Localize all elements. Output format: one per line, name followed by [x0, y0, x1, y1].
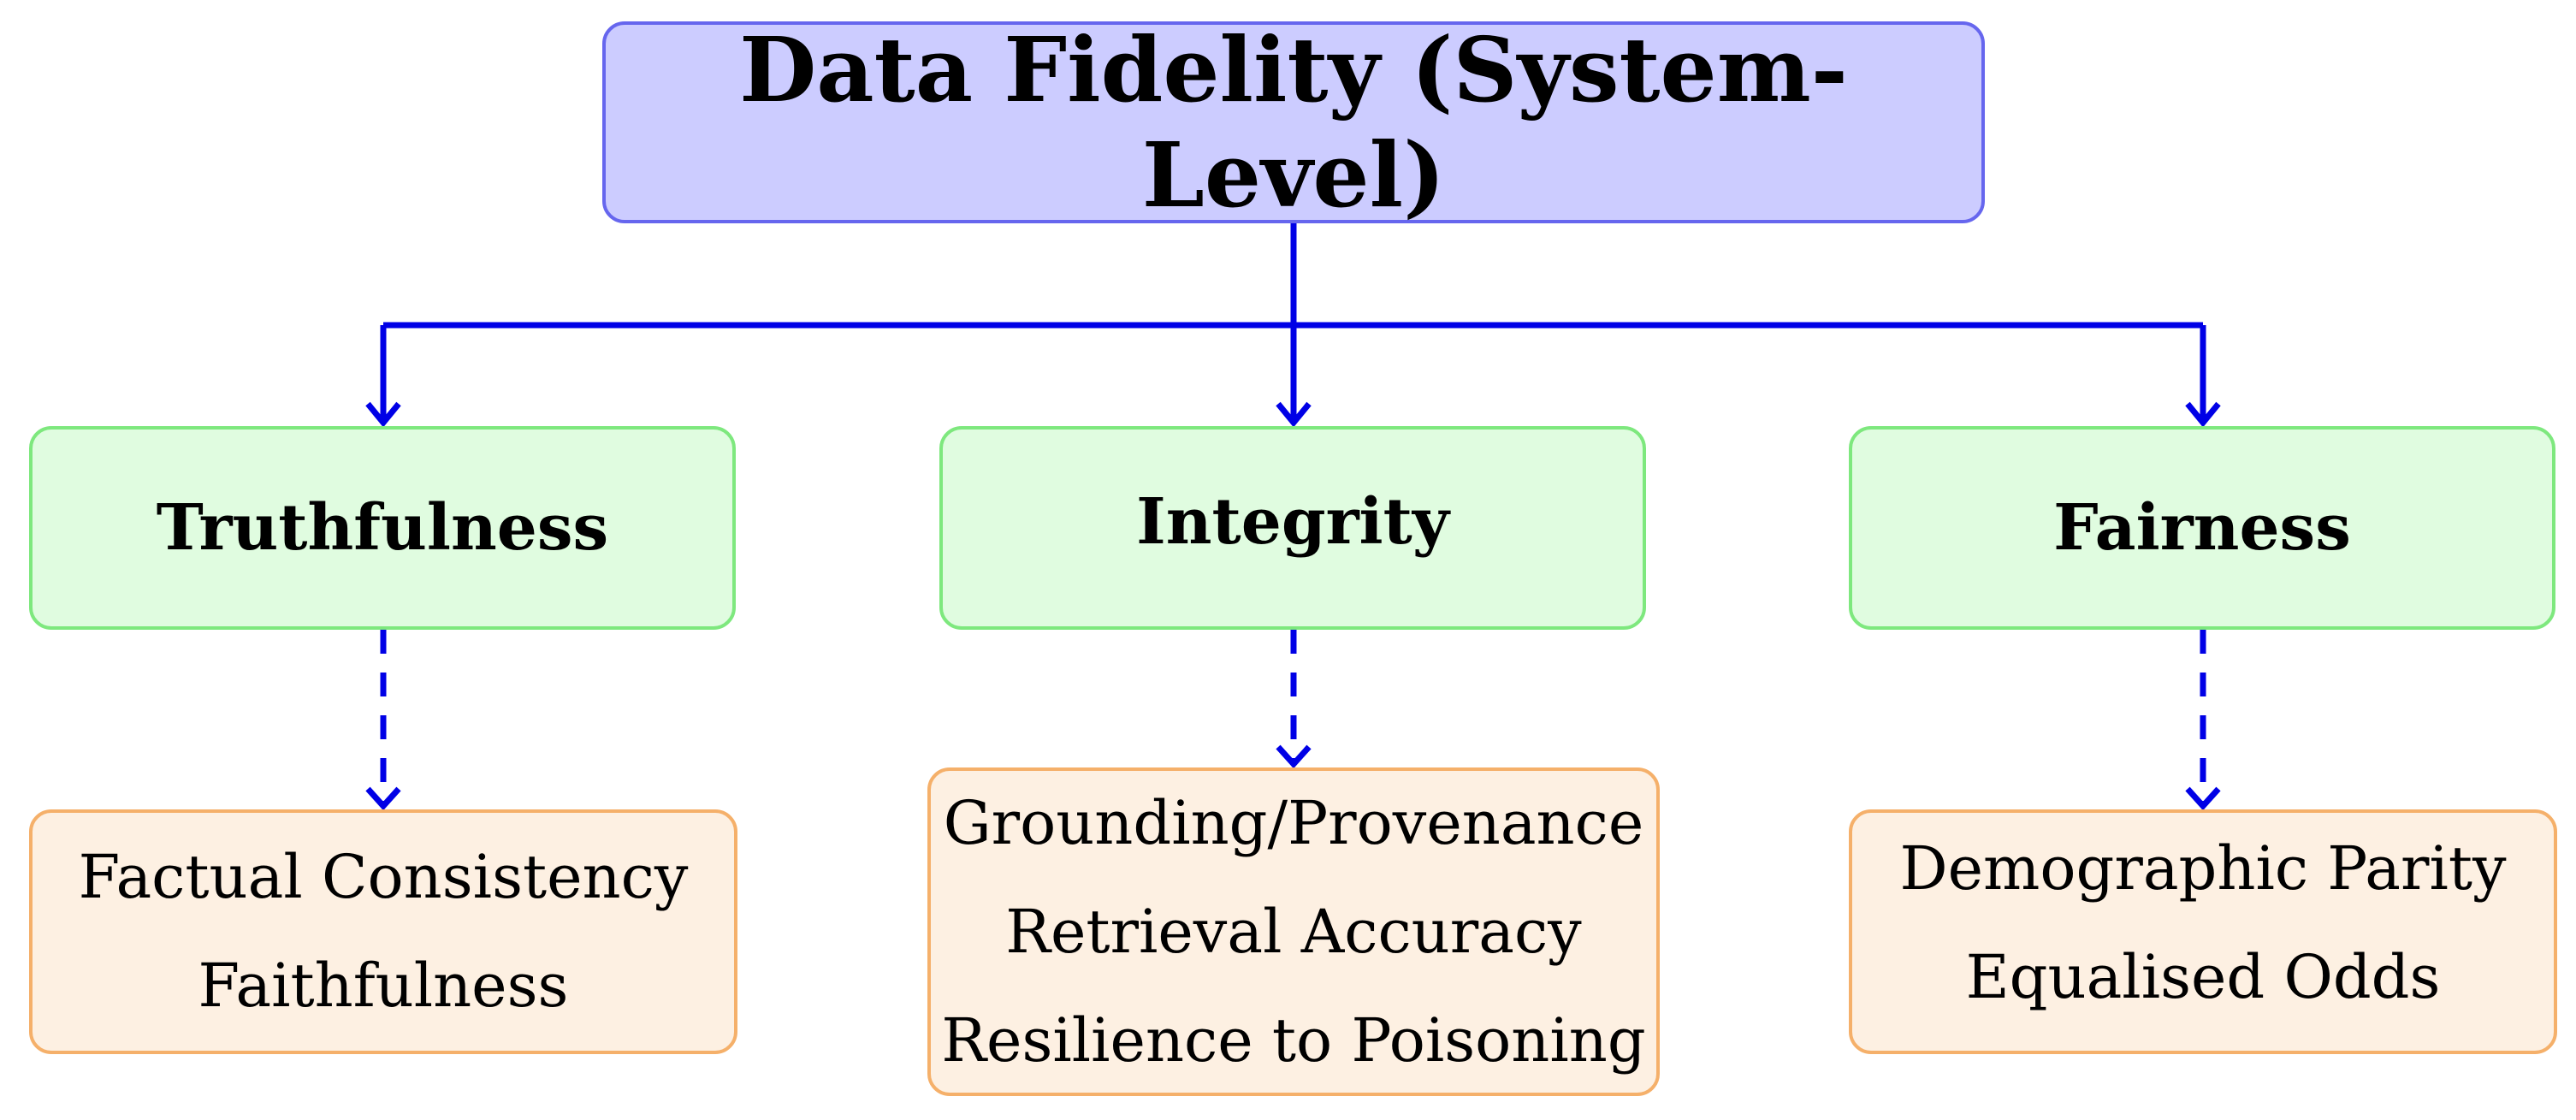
- category-node-fairness: Fairness: [1849, 426, 2555, 630]
- category-label: Truthfulness: [156, 491, 609, 565]
- item-label: Faithfulness: [198, 951, 569, 1021]
- item-box-integrity: Grounding/Provenance Retrieval Accuracy …: [927, 767, 1660, 1096]
- category-label: Fairness: [2053, 491, 2351, 565]
- item-label: Resilience to Poisoning: [941, 1004, 1646, 1076]
- item-label: Equalised Odds: [1965, 942, 2441, 1012]
- dashed-arrowhead-fairness: [2185, 786, 2221, 811]
- category-label: Integrity: [1136, 485, 1449, 559]
- root-title: Data Fidelity (System-Level): [739, 17, 1848, 228]
- arrowhead-fairness: [2185, 401, 2221, 428]
- dashed-arrowhead-integrity: [1276, 744, 1312, 769]
- dashed-arrowhead-truthfulness: [365, 786, 401, 811]
- root-node: Data Fidelity (System-Level): [602, 17, 1985, 228]
- item-box-truthfulness: Factual Consistency Faithfulness: [29, 809, 737, 1054]
- item-label: Retrieval Accuracy: [1005, 896, 1582, 967]
- arrowhead-integrity: [1276, 401, 1312, 428]
- category-node-truthfulness: Truthfulness: [29, 426, 736, 630]
- item-label: Factual Consistency: [78, 842, 689, 912]
- item-label: Grounding/Provenance: [943, 787, 1644, 858]
- item-label: Demographic Parity: [1899, 833, 2507, 904]
- category-node-integrity: Integrity: [939, 426, 1646, 630]
- item-box-fairness: Demographic Parity Equalised Odds: [1849, 809, 2557, 1054]
- arrowhead-truthfulness: [365, 401, 401, 428]
